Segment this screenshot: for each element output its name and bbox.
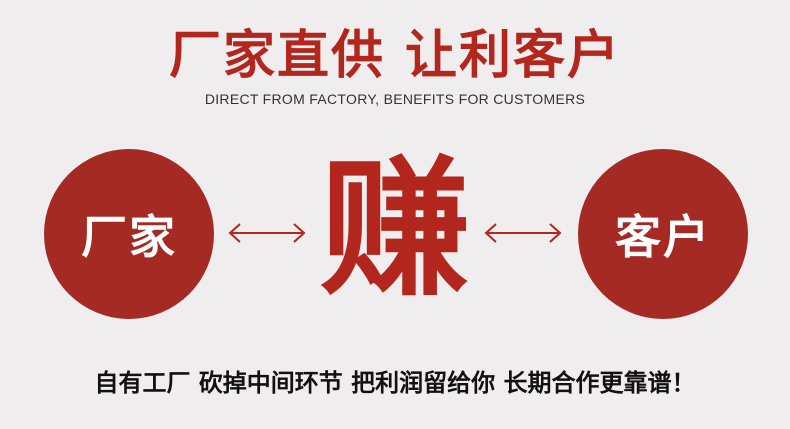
page-title: 厂家直供 让利客户 <box>168 26 622 86</box>
customer-label: 客户 <box>615 210 711 264</box>
factory-label: 厂家 <box>81 210 177 264</box>
factory-circle: 厂家 <box>44 149 214 319</box>
double-arrow-icon <box>484 223 562 243</box>
page-subtitle: DIRECT FROM FACTORY, BENEFITS FOR CUSTOM… <box>204 91 586 107</box>
slogan-text: 自有工厂 砍掉中间环节 把利润留给你 长期合作更靠谱！ <box>94 369 696 397</box>
double-arrow-icon <box>228 223 306 243</box>
earn-character: 赚 <box>319 143 470 317</box>
customer-circle: 客户 <box>578 149 748 319</box>
